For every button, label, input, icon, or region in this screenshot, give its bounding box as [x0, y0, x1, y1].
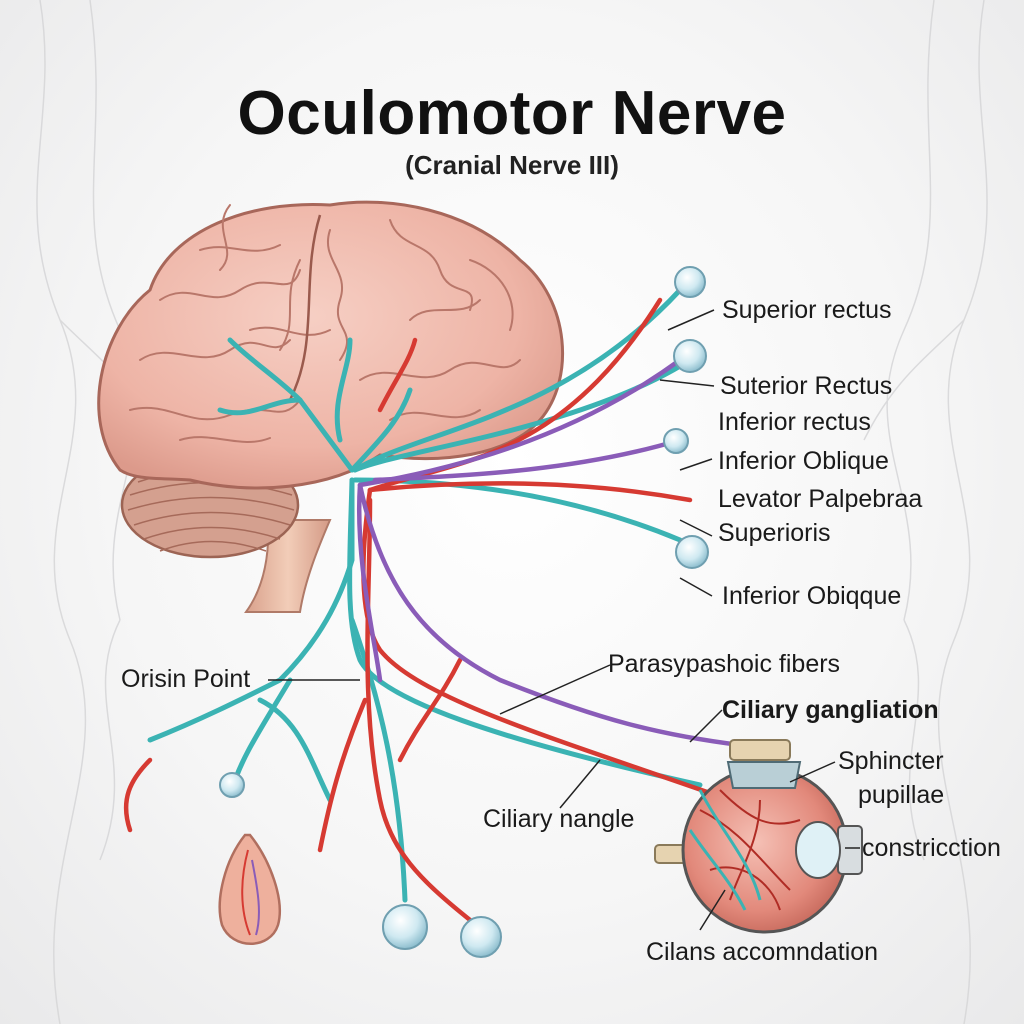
- label-sphincter: Sphincter: [838, 749, 944, 774]
- label-ciliary-ganglion: Ciliary gangliation: [722, 698, 939, 723]
- label-ciliary-accommodation: Cilans accomndation: [646, 940, 878, 965]
- label-pupillae: pupillae: [858, 783, 944, 808]
- label-levator-palpebrae: Levator Palpebraa: [718, 487, 922, 512]
- label-inferior-oblique-2: Inferior Obiqque: [722, 584, 901, 609]
- label-inferior-oblique: Inferior Oblique: [718, 449, 889, 474]
- label-parasympathetic-fibers: Parasypashoic fibers: [608, 652, 840, 677]
- label-suterior-rectus: Suterior Rectus: [720, 374, 892, 399]
- label-superioris: Superioris: [718, 521, 831, 546]
- nucleus-organ: [220, 835, 280, 944]
- label-ciliary-nangle: Ciliary nangle: [483, 807, 634, 832]
- diagram-title: Oculomotor Nerve: [0, 78, 1024, 149]
- label-constriction: constricction: [862, 836, 1001, 861]
- diagram-subtitle: (Cranial Nerve III): [0, 150, 1024, 181]
- label-origin-point: Orisin Point: [121, 667, 250, 692]
- label-inferior-rectus: Inferior rectus: [718, 410, 871, 435]
- eyeball: [655, 740, 862, 932]
- label-superior-rectus: Superior rectus: [722, 298, 892, 323]
